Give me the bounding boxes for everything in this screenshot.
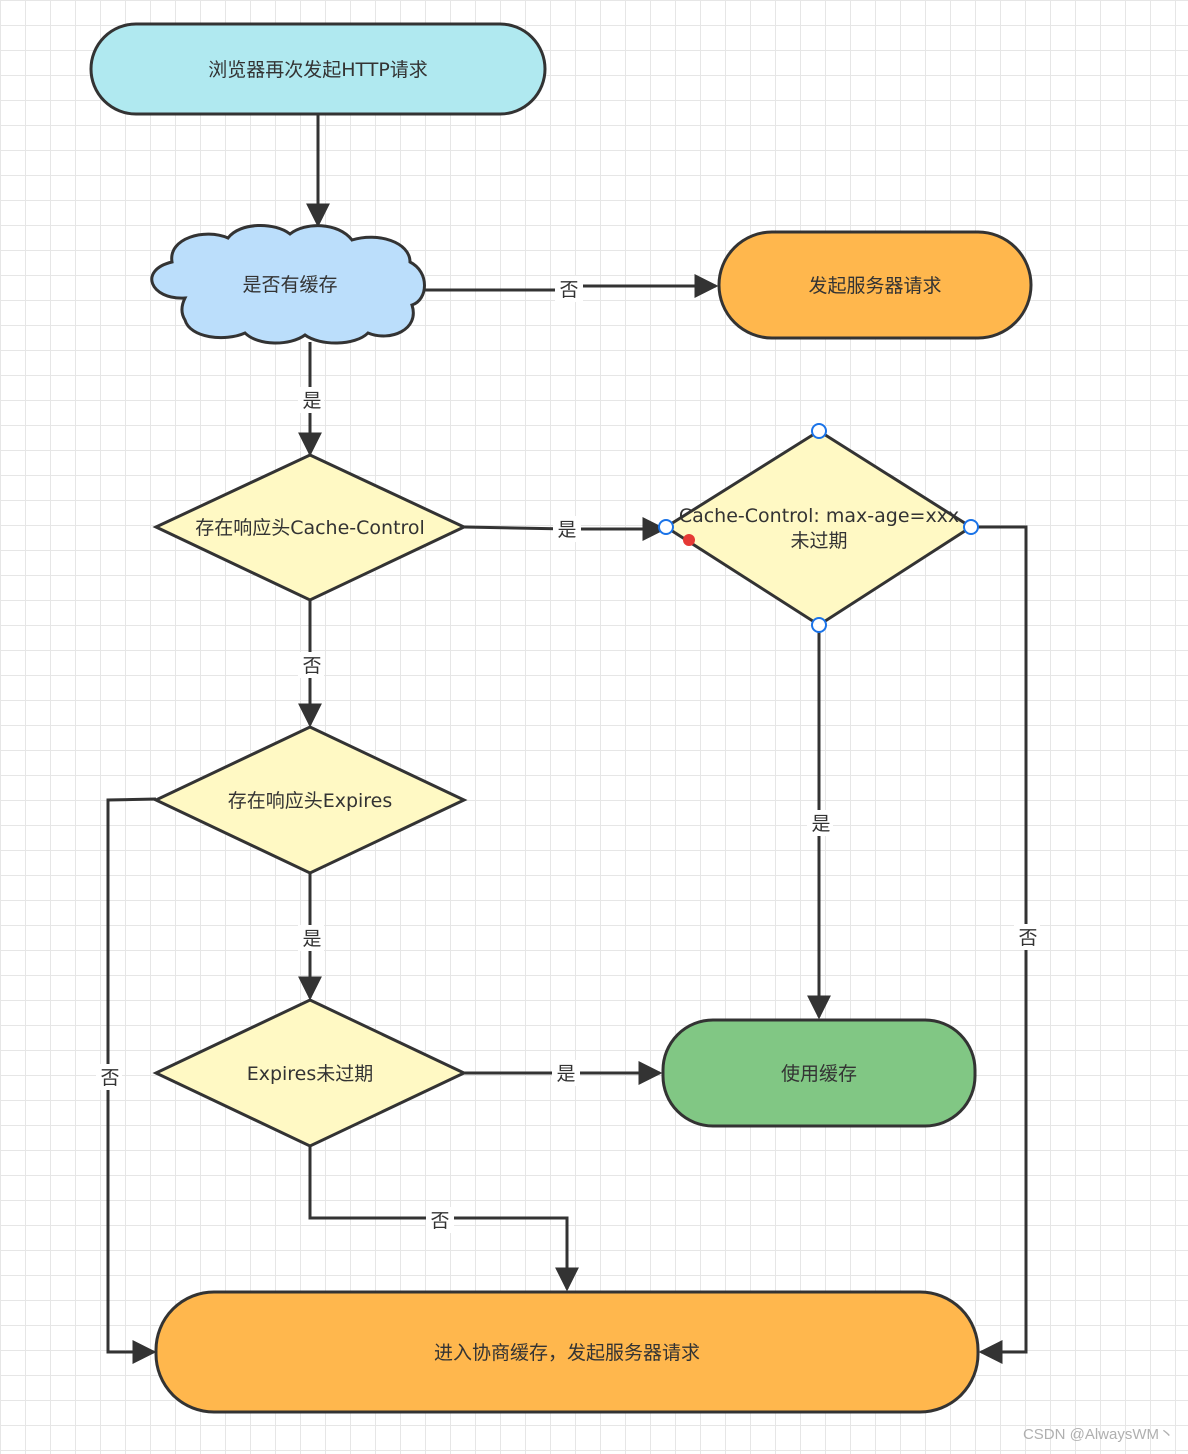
node-has-cache-label: 是否有缓存	[242, 274, 337, 296]
handle-top[interactable]	[811, 423, 827, 439]
edge-label-expvalid-no: 否	[430, 1210, 449, 1232]
cloud-shape	[150, 223, 426, 345]
node-has-expires-label: 存在响应头Expires	[228, 790, 393, 812]
node-cache-control-check[interactable]: Cache-Control: max-age=xxx 未过期	[658, 423, 979, 633]
node-has-cache[interactable]: 是否有缓存	[150, 223, 426, 345]
node-use-cache-label: 使用缓存	[781, 1063, 857, 1085]
node-negotiate[interactable]: 进入协商缓存，发起服务器请求	[154, 1290, 980, 1414]
edge-label-cache-yes: 是	[302, 390, 321, 412]
edge-label-cache-no: 否	[559, 279, 578, 301]
node-has-expires[interactable]: 存在响应头Expires	[152, 725, 468, 875]
handle-left[interactable]	[658, 519, 674, 535]
node-negotiate-label: 进入协商缓存，发起服务器请求	[434, 1342, 700, 1364]
edge-labels: 否 是 是 否 是 否 是 否 是 否	[96, 276, 1040, 1233]
node-expires-check[interactable]: Expires未过期	[152, 998, 468, 1148]
handle-red-dot[interactable]	[683, 534, 695, 546]
node-cache-control-check-line2: 未过期	[790, 530, 847, 552]
handle-right[interactable]	[963, 519, 979, 535]
node-has-cache-control[interactable]: 存在响应头Cache-Control	[152, 453, 468, 602]
node-expires-check-label: Expires未过期	[247, 1063, 374, 1085]
edge-label-ccvalid-no: 否	[1018, 927, 1037, 949]
node-cache-control-check-line1: Cache-Control: max-age=xxx	[679, 505, 959, 527]
node-start-label: 浏览器再次发起HTTP请求	[208, 59, 428, 81]
handle-bottom[interactable]	[811, 617, 827, 633]
edge-label-cc-yes: 是	[557, 519, 576, 541]
edge-label-expvalid-yes: 是	[556, 1063, 575, 1085]
node-server-request-label: 发起服务器请求	[808, 275, 941, 297]
edge-label-cc-no: 否	[302, 655, 321, 677]
node-start[interactable]: 浏览器再次发起HTTP请求	[89, 22, 547, 116]
watermark: CSDN @AlwaysWM丶	[1022, 1426, 1174, 1443]
edge-label-expires-yes: 是	[302, 928, 321, 950]
edge-label-ccvalid-yes: 是	[811, 813, 830, 835]
edge-label-expires-no: 否	[100, 1067, 119, 1089]
node-server-request[interactable]: 发起服务器请求	[717, 230, 1033, 340]
node-has-cache-control-label: 存在响应头Cache-Control	[195, 517, 425, 539]
node-use-cache[interactable]: 使用缓存	[661, 1018, 977, 1128]
